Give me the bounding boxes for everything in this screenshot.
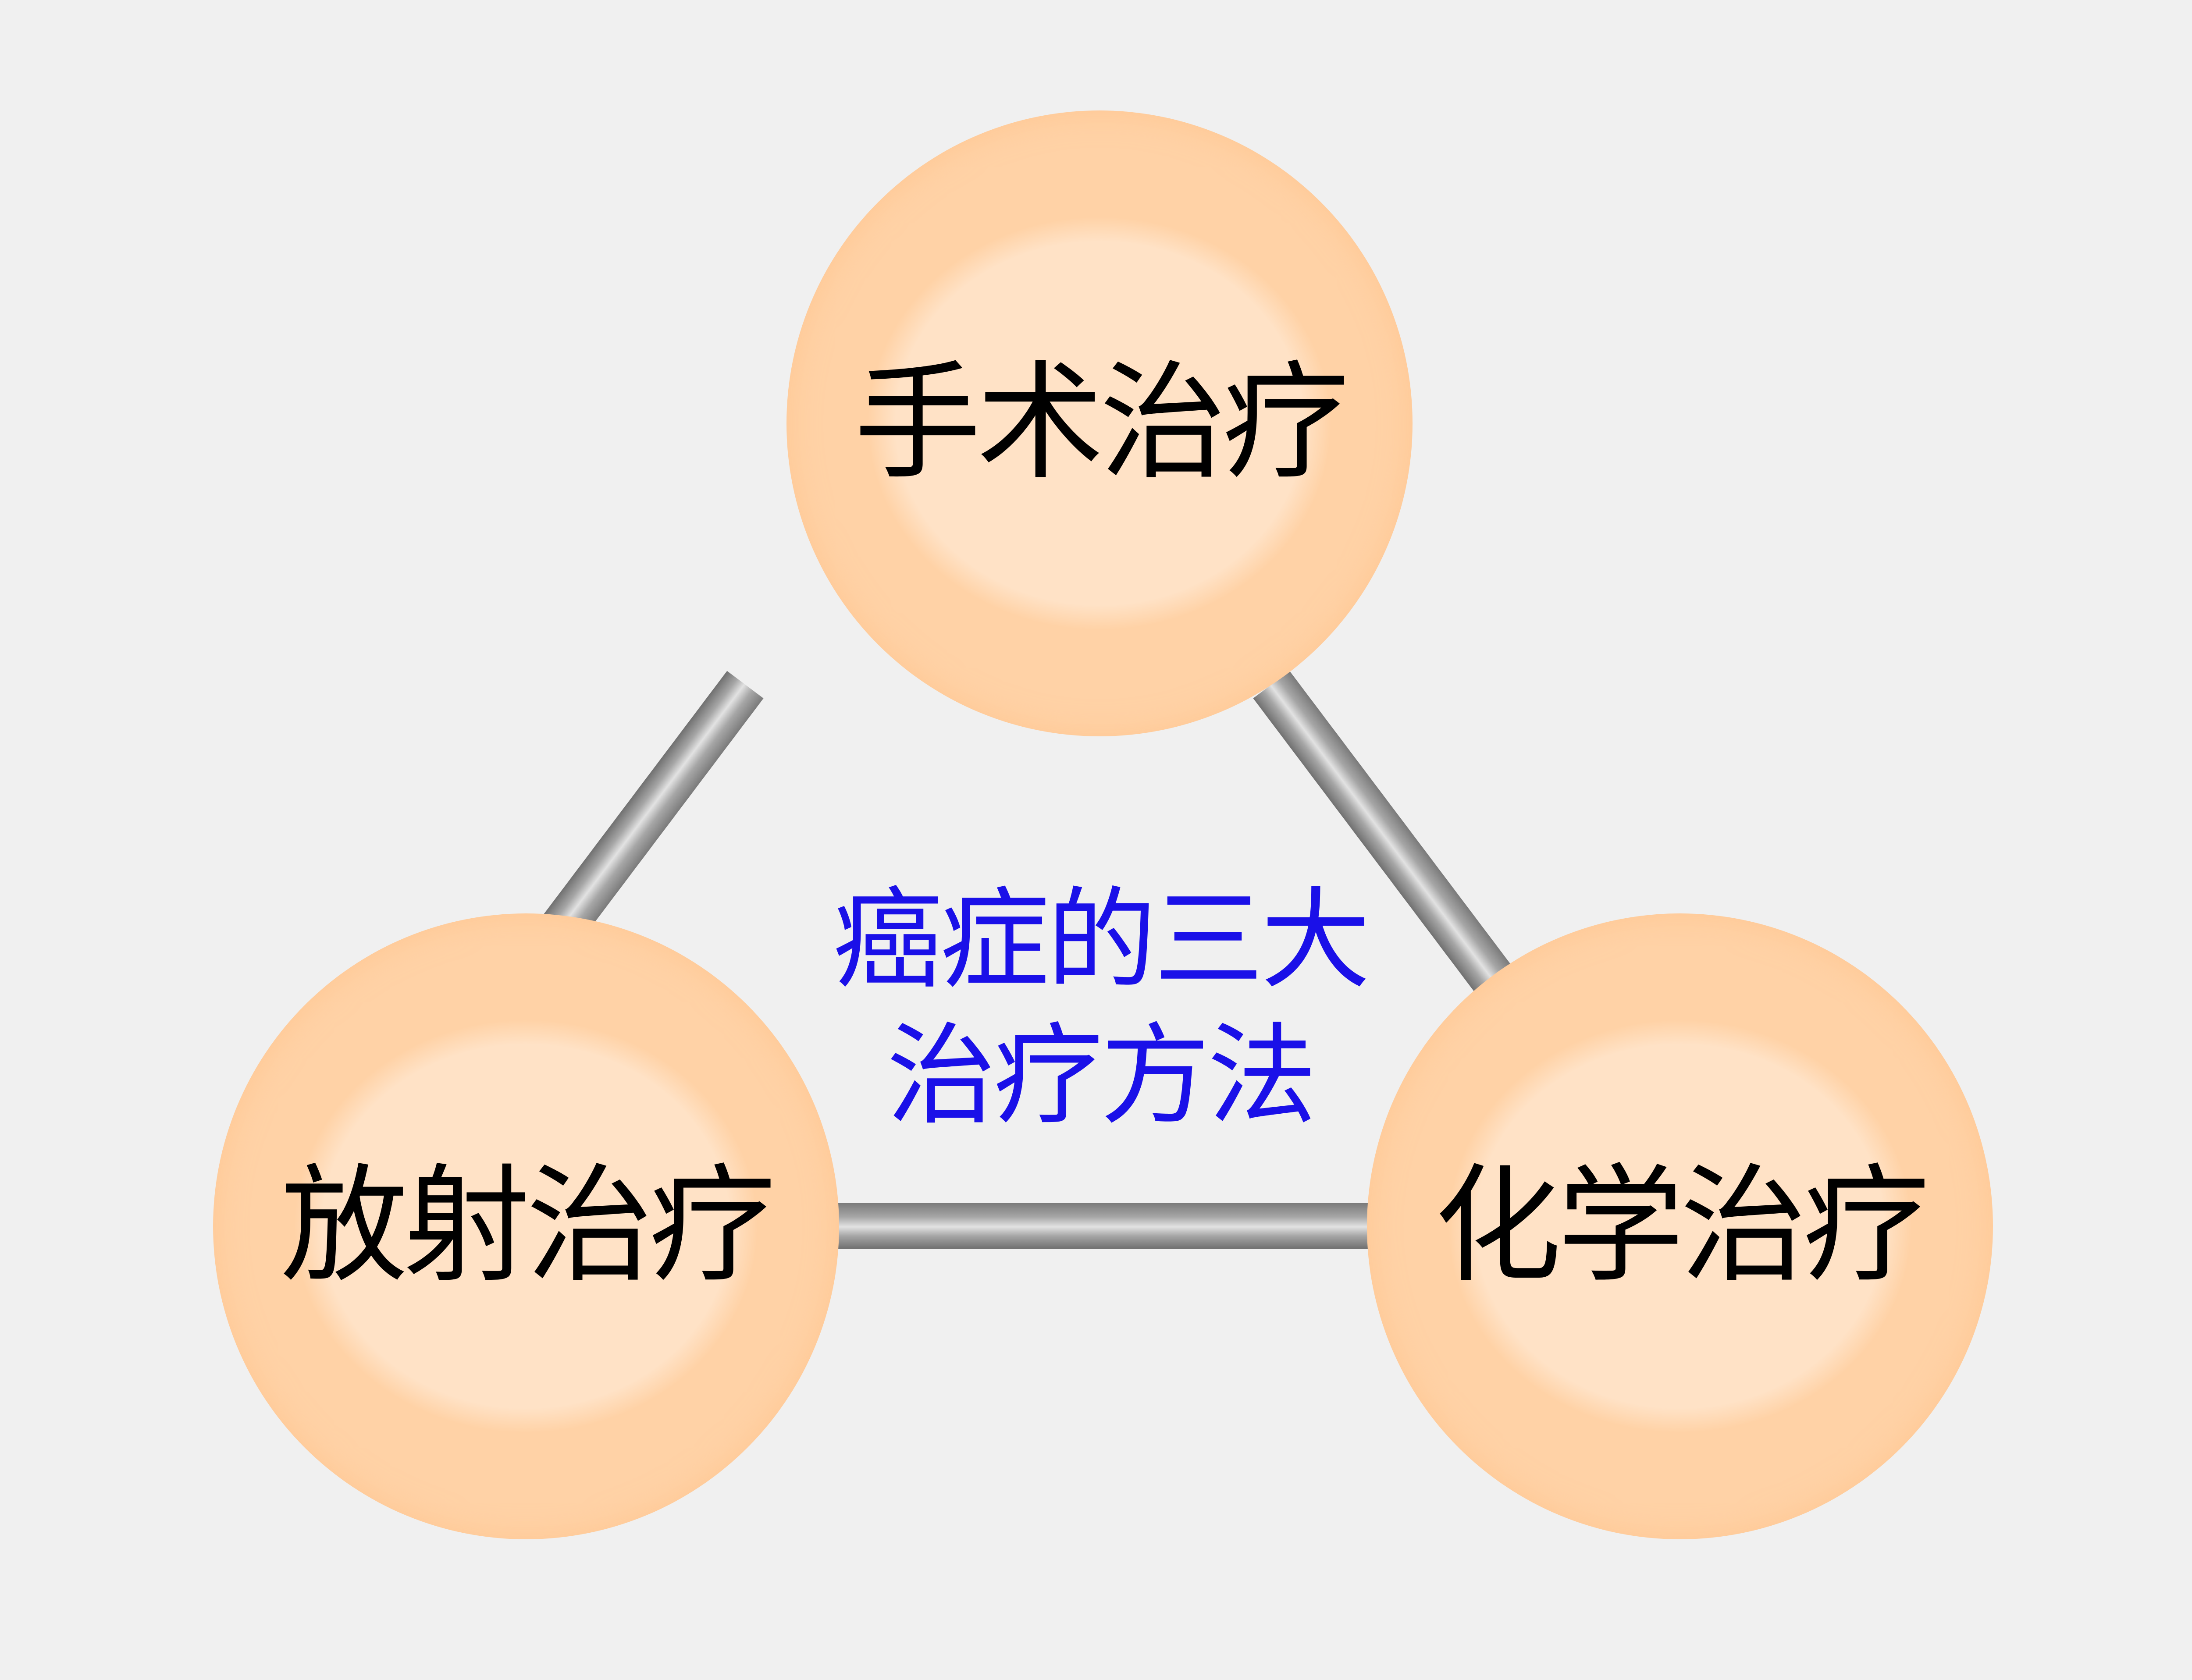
center-title-line-1: 癌症的三大 bbox=[833, 876, 1370, 1004]
center-title-line-2: 治疗方法 bbox=[886, 1012, 1317, 1140]
connector-bottom bbox=[824, 1203, 1377, 1249]
center-title: 癌症的三大 治疗方法 bbox=[833, 872, 1370, 1144]
node-surgery: 手术治疗 bbox=[786, 110, 1413, 736]
node-radiotherapy: 放射治疗 bbox=[213, 913, 839, 1539]
node-chemotherapy-label: 化学治疗 bbox=[1434, 1152, 1930, 1300]
node-radiotherapy-label: 放射治疗 bbox=[281, 1152, 776, 1300]
node-chemotherapy: 化学治疗 bbox=[1367, 913, 1993, 1539]
node-surgery-label: 手术治疗 bbox=[854, 349, 1349, 497]
